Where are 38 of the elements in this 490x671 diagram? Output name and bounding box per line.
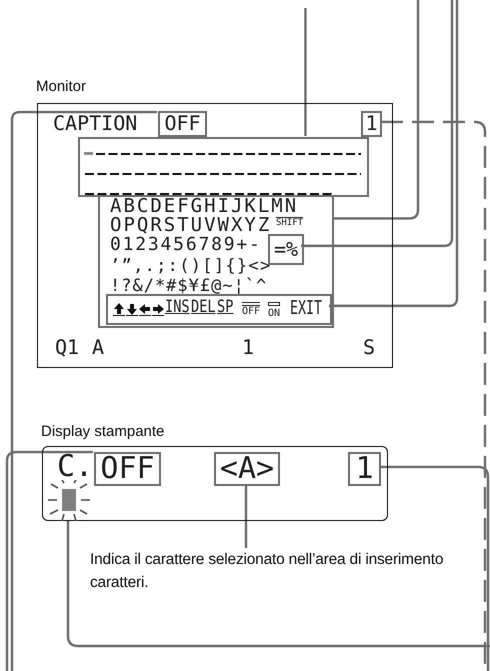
leader-line	[66, 520, 490, 648]
section-heading: Monitor	[36, 78, 86, 95]
leader-line	[380, 466, 490, 671]
screen-text: Q1	[55, 337, 80, 357]
character-row: OPQRSTUVWXYZ	[110, 216, 272, 235]
command-bar	[106, 294, 332, 325]
section-heading: Display stampante	[41, 423, 164, 440]
caption-off-key: OFF	[242, 302, 260, 317]
screen-text: C.	[57, 452, 94, 482]
leader-line	[329, 0, 458, 308]
annotation-text: Indica il carattere selezionato nell’area di inserimento caratteri.	[90, 550, 444, 593]
selected-character: =%	[268, 234, 304, 265]
caption-on-key: ON	[268, 302, 280, 319]
command-key: EXIT	[290, 299, 322, 318]
leader-line	[301, 0, 454, 248]
leader-line	[304, 8, 307, 136]
leader-line	[6, 450, 93, 671]
page-number: 1	[348, 452, 381, 486]
blinking-cursor	[45, 480, 93, 521]
leader-line	[244, 485, 248, 548]
screen-text: A	[92, 337, 104, 357]
status-value: OFF	[158, 111, 207, 137]
leader-line	[333, 0, 420, 220]
screen-text: S	[363, 337, 376, 357]
page-number: 1	[361, 111, 382, 137]
character-palette	[98, 194, 334, 328]
command-key: SP	[217, 299, 234, 316]
command-key: INS	[165, 299, 190, 316]
selected-character: <A>	[214, 452, 280, 486]
shift-key: SHIFT	[276, 217, 304, 228]
screen-text: CAPTION	[53, 113, 138, 133]
screen-text: 1	[242, 337, 254, 357]
character-row: 0123456789+-	[110, 236, 262, 254]
status-value: OFF	[94, 452, 161, 486]
character-row: ABCDEFGHIJKLMN	[110, 197, 298, 216]
command-key: DEL	[191, 299, 216, 316]
leader-line	[10, 110, 157, 671]
character-row: !?&/*#$¥£@~¦`^	[110, 278, 268, 295]
